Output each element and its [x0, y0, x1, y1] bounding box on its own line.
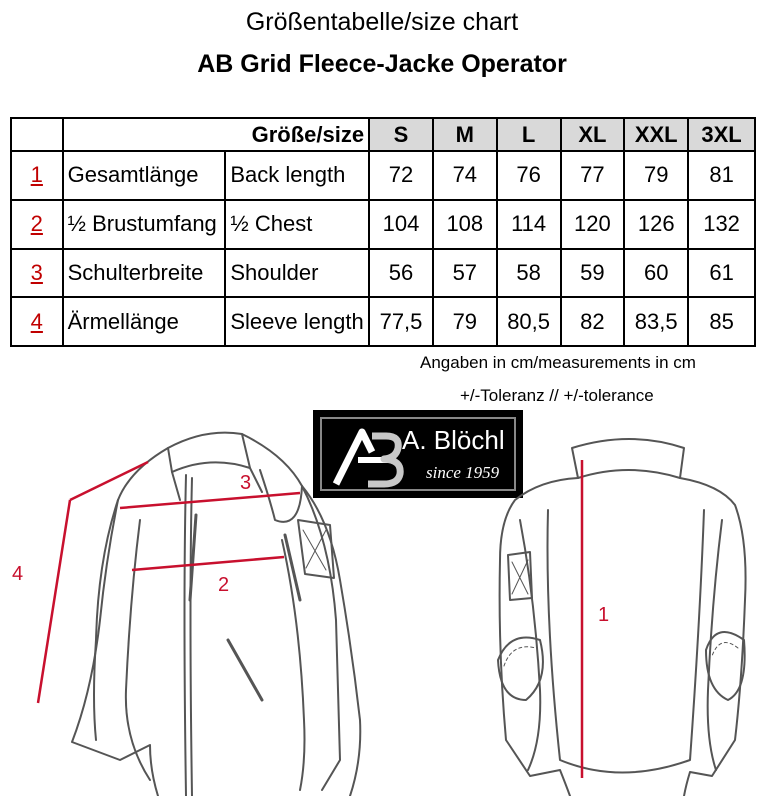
tolerance-note: +/-Toleranz // +/-tolerance	[460, 386, 654, 405]
table-cell: 57	[431, 247, 498, 299]
size-header-label: Größe/size	[225, 117, 371, 152]
table-cell: 76	[495, 150, 562, 201]
sleeve-line	[69, 460, 149, 502]
size-3xl: 3XL	[687, 117, 756, 152]
table-cell: 58	[495, 247, 562, 299]
table-row-chest: 2 ½ Brustumfang ½ Chest 104 108 114 120 …	[10, 198, 756, 250]
logo-name: A. Blöchl	[402, 425, 505, 455]
size-table: Größe/size S M L XL XXL 3XL 1 Gesamtläng…	[10, 117, 756, 347]
table-cell: 120	[559, 198, 626, 250]
row-label-de: Gesamtlänge	[61, 150, 227, 201]
sleeve-line	[36, 499, 72, 704]
chart-title: Größentabelle/size chart	[245, 8, 519, 36]
table-cell: 79	[431, 296, 498, 347]
chest-line	[131, 555, 285, 572]
table-cell: 61	[687, 247, 756, 299]
units-note: Angaben in cm/measurements in cm	[420, 353, 696, 372]
row-label-en: Back length	[224, 150, 371, 201]
table-cell: 77	[559, 150, 626, 201]
row-label-en: Sleeve length	[224, 296, 371, 347]
size-s: S	[368, 117, 434, 152]
table-row-sleeve: 4 Ärmellänge Sleeve length 77,5 79 80,5 …	[10, 296, 756, 347]
row-label-de: Ärmellänge	[61, 296, 227, 347]
size-m: M	[431, 117, 498, 152]
table-cell: 74	[431, 150, 498, 201]
row-label-de: Schulterbreite	[61, 247, 227, 299]
table-cell: 108	[431, 198, 498, 250]
header-blank	[61, 117, 226, 152]
back-jacket-drawing	[497, 438, 747, 796]
logo-since: since 1959	[426, 463, 500, 482]
shoulder-label: 3	[240, 472, 251, 494]
size-header-row: Größe/size S M L XL XXL 3XL	[10, 117, 756, 152]
sleeve-label: 4	[12, 563, 23, 585]
logo-frame	[320, 417, 516, 491]
table-cell: 104	[368, 198, 434, 250]
header-blank	[10, 117, 64, 152]
table-cell: 79	[623, 150, 690, 201]
table-cell: 56	[368, 247, 434, 299]
table-cell: 82	[559, 296, 626, 347]
table-cell: 83,5	[623, 296, 690, 347]
table-cell: 72	[368, 150, 434, 201]
table-row-back-length: 1 Gesamtlänge Back length 72 74 76 77 79…	[10, 150, 756, 201]
row-number: 4	[10, 296, 64, 347]
measurement-labels: 1 2 3 4	[12, 472, 609, 626]
product-title: AB Grid Fleece-Jacke Operator	[197, 50, 567, 78]
measurement-lines	[36, 460, 584, 778]
row-number: 3	[10, 247, 64, 299]
back-length-label: 1	[598, 604, 609, 626]
table-cell: 81	[687, 150, 756, 201]
row-label-de: ½ Brustumfang	[61, 198, 227, 250]
table-cell: 126	[623, 198, 690, 250]
table-cell: 60	[623, 247, 690, 299]
table-cell: 80,5	[495, 296, 562, 347]
table-cell: 132	[687, 198, 756, 250]
table-row-shoulder: 3 Schulterbreite Shoulder 56 57 58 59 60…	[10, 247, 756, 299]
row-number: 1	[10, 150, 64, 201]
row-number: 2	[10, 198, 64, 250]
chest-label: 2	[218, 574, 229, 596]
ab-monogram-icon	[332, 428, 404, 488]
table-cell: 77,5	[368, 296, 434, 347]
row-label-en: Shoulder	[224, 247, 371, 299]
table-cell: 59	[559, 247, 626, 299]
brand-logo: A. Blöchl since 1959	[313, 410, 523, 498]
shoulder-line	[119, 491, 301, 510]
table-cell: 114	[495, 198, 562, 250]
table-cell: 85	[687, 296, 756, 347]
size-l: L	[495, 117, 562, 152]
size-xxl: XXL	[623, 117, 690, 152]
front-jacket-drawing	[71, 431, 362, 796]
size-xl: XL	[559, 117, 626, 152]
row-label-en: ½ Chest	[224, 198, 371, 250]
